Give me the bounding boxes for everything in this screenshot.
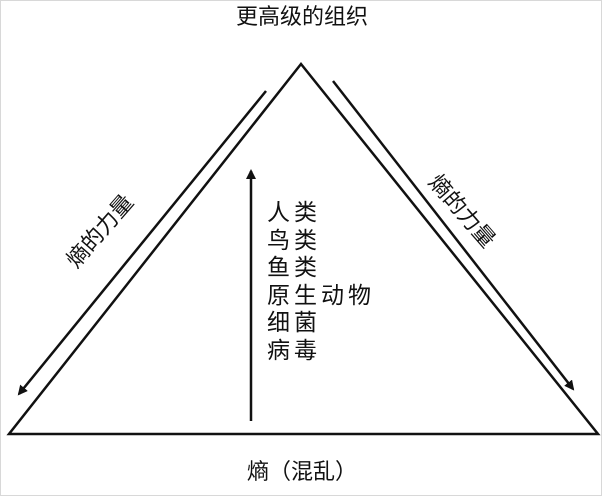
top-label: 更高级的组织 <box>235 5 368 30</box>
hierarchy-item-fish: 鱼类 <box>267 255 321 281</box>
hierarchy-item-viruses: 病毒 <box>267 337 321 364</box>
hierarchy-item-humans: 人类 <box>267 200 321 226</box>
hierarchy-list: 人类 鸟类 鱼类 原生动物 细菌 病毒 <box>267 200 375 365</box>
bottom-label: 熵（混乱） <box>246 460 357 485</box>
hierarchy-item-bacteria: 细菌 <box>267 310 321 336</box>
hierarchy-item-protozoa: 原生动物 <box>267 282 375 309</box>
hierarchy-item-birds: 鸟类 <box>267 227 321 254</box>
left-force-arrow <box>17 90 267 396</box>
right-force-arrow <box>332 80 575 391</box>
entropy-triangle <box>6 61 601 436</box>
